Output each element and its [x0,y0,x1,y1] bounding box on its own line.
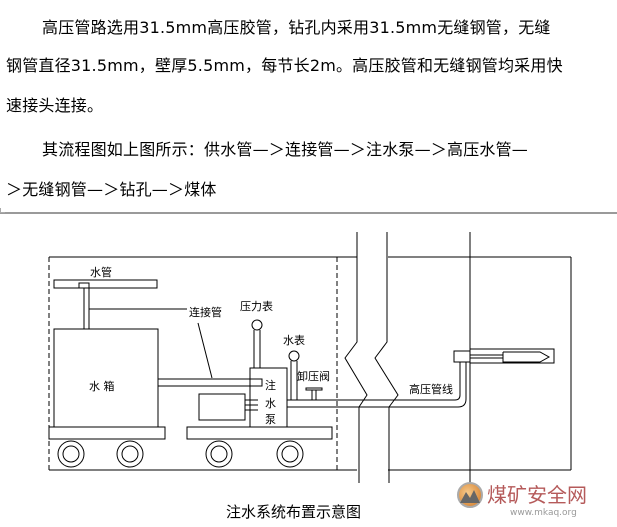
motor [198,393,258,421]
water-tank [53,328,159,428]
wheels [57,440,304,468]
watermark-name: 煤矿安全网 [487,483,587,507]
watermark-url: www.mkaq.org [510,508,577,518]
label-pressure-gauge: 压力表 [240,299,273,313]
pressure-gauge-icon [251,319,263,368]
watermark-logo: 煤矿安全网 www.mkaq.org [457,482,587,518]
paragraph-line-4: 其流程图如上图所示：供水管—＞连接管—＞注水泵—＞高压水管— [42,140,529,159]
label-water-tank: 水 箱 [89,379,115,393]
connecting-pipe [157,322,263,387]
label-pump-3: 泵 [265,413,276,426]
label-pump-2: 水 [265,397,276,410]
relief-valve-icon [305,387,323,400]
figure-caption: 注水系统布置示意图 [226,503,361,521]
paragraph-line-3: 速接头连接。 [6,96,104,115]
paragraph-line-1: 高压管路选用31.5mm高压胶管，钻孔内采用31.5mm无缝钢管，无缝 [42,18,551,37]
paragraph-line-2: 钢管直径31.5mm，壁厚5.5mm，每节长2m。高压胶管和无缝钢管均采用快 [6,56,563,75]
label-water-meter: 水表 [283,333,305,347]
page-divider [0,208,617,214]
drill-borehole [453,348,555,364]
high-pressure-hose [287,362,467,408]
label-water-pipe: 水管 [90,265,112,279]
water-pipe [53,279,187,329]
label-connecting-pipe: 连接管 [189,305,222,319]
label-relief-valve: 卸压阀 [297,369,330,383]
label-pump-1: 注 [265,378,276,392]
shaft [344,232,399,483]
label-hp-line: 高压管线 [409,382,453,396]
cart-platforms [48,426,333,440]
paragraph-line-5: ＞无缝钢管—＞钻孔—＞煤体 [6,180,217,199]
water-meter-icon [288,350,300,400]
